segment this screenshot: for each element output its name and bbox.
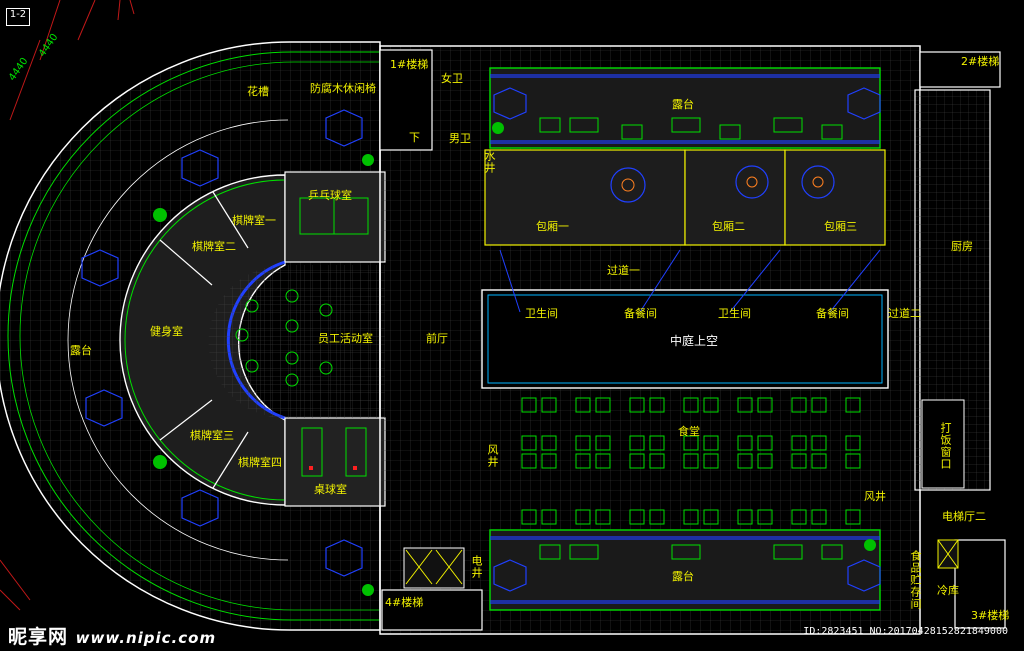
- label-terrace-left: 露台: [70, 344, 92, 357]
- label-dining: 食堂: [678, 425, 700, 438]
- plants: [153, 122, 876, 596]
- label-elec-shaft: 电井: [470, 555, 483, 579]
- label-stair-down: 下: [409, 131, 420, 144]
- label-stair-1: 1#楼梯: [390, 58, 429, 71]
- label-stair-3: 3#楼梯: [971, 609, 1010, 622]
- label-pantry-b: 备餐间: [816, 307, 849, 320]
- label-elevator-hall: 电梯厅二: [942, 510, 986, 523]
- watermark: 昵享网 www.nipic.com: [8, 622, 216, 649]
- label-corridor-1: 过道一: [607, 264, 640, 277]
- label-stair-2: 2#楼梯: [961, 55, 1000, 68]
- label-terrace-top: 露台: [672, 98, 694, 111]
- sheet-tag: 1-2: [6, 8, 30, 26]
- terrace-umbrellas: [81, 87, 881, 592]
- dining-tables: [521, 397, 861, 525]
- inner-ring-rooms: [119, 171, 386, 507]
- label-corridor-2: 过道二: [888, 307, 921, 320]
- label-chess-3: 棋牌室三: [190, 429, 234, 442]
- label-chess-1: 棋牌室一: [232, 214, 276, 227]
- label-private-2: 包厢二: [712, 220, 745, 233]
- label-gym: 健身室: [150, 325, 183, 338]
- label-lobby: 前厅: [426, 332, 448, 345]
- label-air-shaft-b: 风井: [864, 490, 886, 503]
- label-staff-activity: 员工活动室: [318, 332, 373, 345]
- dimension-lines: [0, 0, 135, 611]
- watermark-url: www.nipic.com: [75, 629, 217, 647]
- label-wc-female: 女卫: [441, 72, 463, 85]
- label-toilet-b: 卫生间: [718, 307, 751, 320]
- label-wc-male: 男卫: [449, 132, 471, 145]
- label-wood-bench: 防腐木休闲椅: [310, 82, 376, 95]
- label-private-1: 包厢一: [536, 220, 569, 233]
- label-serving-window: 打饭窗口: [939, 422, 952, 470]
- label-pingpong: 乒乓球室: [308, 189, 352, 202]
- label-billiard: 桌球室: [314, 483, 347, 496]
- label-food-storage: 食品贮存间: [909, 550, 922, 610]
- terrace-furniture: [539, 117, 843, 560]
- label-chess-2: 棋牌室二: [192, 240, 236, 253]
- label-private-3: 包厢三: [824, 220, 857, 233]
- main-building: [379, 45, 1006, 635]
- image-id-meta: ID:2823451 NO:20170428152821849000: [803, 626, 1008, 637]
- label-water-well: 水井: [483, 150, 496, 174]
- watermark-brand: 昵享网: [8, 626, 69, 648]
- label-air-shaft-a: 风井: [486, 444, 499, 468]
- label-kitchen: 厨房: [951, 240, 973, 253]
- leader-lines: [499, 249, 881, 313]
- label-toilet-a: 卫生间: [525, 307, 558, 320]
- label-stair-4: 4#楼梯: [385, 596, 424, 609]
- label-atrium: 中庭上空: [670, 334, 719, 348]
- label-cold-storage: 冷库: [937, 584, 959, 597]
- label-terrace-bottom: 露台: [672, 570, 694, 583]
- label-chess-4: 棋牌室四: [238, 456, 282, 469]
- label-pantry-a: 备餐间: [624, 307, 657, 320]
- staff-activity-area: [208, 265, 385, 418]
- label-flower-rack: 花槽: [247, 85, 269, 98]
